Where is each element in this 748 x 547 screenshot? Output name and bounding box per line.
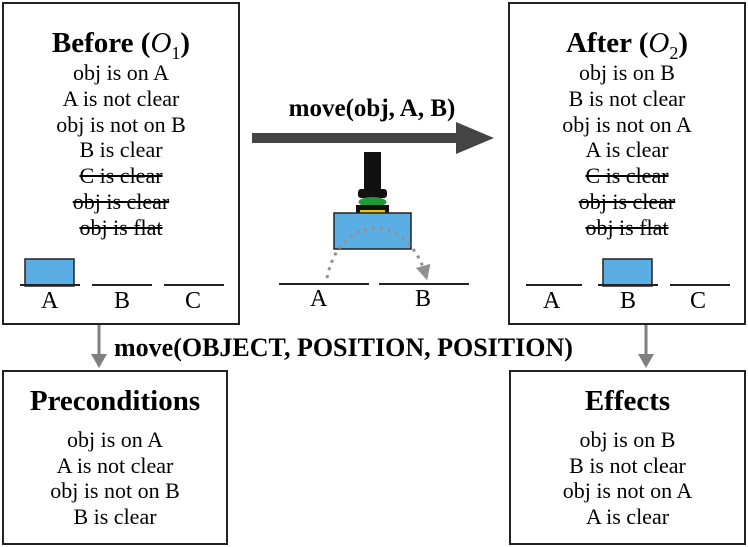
effects-box: Effects obj is on B B is not clear obj i… — [509, 370, 746, 545]
before-fact-struck: C is clear — [79, 163, 163, 189]
before-label-c: C — [185, 288, 202, 314]
before-state-box: Before (O1) obj is on A A is not clear o… — [2, 2, 240, 325]
after-state-box: After (O2) obj is on B B is not clear ob… — [508, 2, 746, 325]
after-fact-struck: obj is flat — [585, 214, 669, 240]
before-label-b: B — [114, 288, 131, 314]
after-label-a: A — [543, 288, 561, 314]
effect-item: obj is on B — [579, 427, 676, 452]
effects-list: obj is on B B is not clear obj is not on… — [511, 427, 744, 529]
before-fact: obj is on A — [73, 60, 169, 85]
center-label-b: B — [415, 286, 432, 312]
effect-item: B is not clear — [569, 452, 686, 478]
before-fact-struck: obj is clear — [72, 188, 170, 214]
before-title-sym: O — [150, 27, 172, 59]
before-scene — [20, 258, 224, 287]
after-title-sub: 2 — [669, 42, 679, 63]
lifted-object-block — [333, 212, 412, 250]
after-facts: obj is on B B is not clear obj is not on… — [510, 60, 744, 241]
arrow-to-effects-head — [638, 354, 654, 368]
after-title: After (O2) — [565, 27, 689, 63]
after-title-main: After — [565, 27, 632, 59]
preconditions-title: Preconditions — [29, 385, 201, 417]
before-title-main: Before — [51, 27, 134, 59]
effect-item: obj is not on A — [562, 478, 693, 503]
after-fact-struck: obj is clear — [578, 188, 676, 214]
precondition-item: B is clear — [73, 503, 157, 529]
trajectory-dotted-arrow — [325, 226, 431, 281]
preconditions-list: obj is on A A is not clear obj is not on… — [4, 427, 226, 529]
after-fact-struck: C is clear — [585, 163, 669, 189]
before-title: Before (O1) — [51, 27, 191, 63]
after-title-sym: O — [648, 27, 670, 59]
precondition-item: obj is not on B — [50, 478, 180, 503]
effect-item: A is clear — [585, 503, 670, 529]
precondition-item: A is not clear — [56, 452, 174, 478]
preconditions-box: Preconditions obj is on A A is not clear… — [2, 370, 228, 545]
before-fact: A is not clear — [62, 85, 180, 111]
before-facts: obj is on A A is not clear obj is not on… — [4, 60, 238, 241]
before-fact: B is clear — [79, 137, 163, 163]
before-fact-struck: obj is flat — [79, 214, 163, 240]
center-label-a: A — [310, 286, 328, 312]
action-label: move(obj, A, B) — [288, 95, 456, 122]
arrow-to-preconditions-head — [91, 354, 107, 368]
after-fact: obj is not on A — [562, 111, 692, 137]
after-fact: B is not clear — [568, 85, 686, 111]
after-object-block — [602, 258, 653, 287]
after-fact: A is clear — [585, 137, 669, 163]
before-fact: obj is not on B — [56, 111, 186, 137]
before-label-a: A — [41, 288, 59, 314]
robot-gripper-icon — [356, 152, 389, 214]
effects-title: Effects — [584, 385, 671, 417]
after-label-c: C — [690, 288, 707, 314]
schema-label: move(OBJECT, POSITION, POSITION) — [114, 333, 573, 362]
precondition-item: obj is on A — [67, 427, 163, 452]
before-title-sub: 1 — [171, 42, 181, 63]
before-object-block — [24, 258, 75, 287]
after-scene — [526, 258, 730, 287]
action-arrow-head — [456, 122, 494, 154]
after-fact: obj is on B — [579, 60, 675, 85]
after-label-b: B — [620, 288, 637, 314]
